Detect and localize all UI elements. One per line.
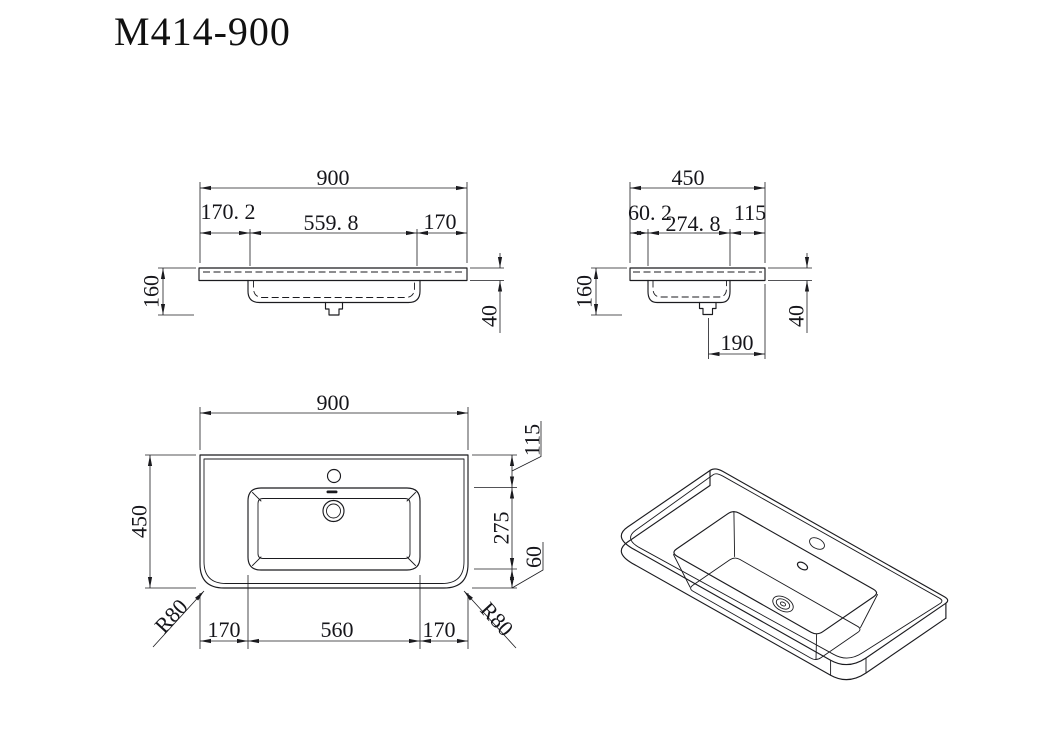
overflow-slot — [326, 490, 338, 494]
front-view: 900 170. 2 559. 8 170 160 40 — [139, 165, 504, 333]
basin-bowl-hidden-edge — [253, 280, 415, 298]
slab-bottom-edge — [620, 484, 947, 681]
side-view-dimensions: 450 60. 2 274. 8 115 160 40 190 — [572, 165, 812, 359]
dim-front-offset-label: 115 — [734, 200, 766, 225]
dim-overall-width-label: 900 — [317, 165, 350, 190]
slab-rim-line — [630, 473, 943, 659]
dim-overall-depth-label: 450 — [672, 165, 705, 190]
basin-bowl-outline — [647, 279, 731, 304]
dim-basin-width-label: 560 — [321, 617, 354, 642]
dim-corner-radius-left-label: R80 — [149, 594, 192, 638]
basin-corner-edge — [673, 554, 691, 588]
basin-opening-outline — [247, 487, 421, 571]
plan-view: 900 450 115 275 60 — [127, 390, 546, 649]
radius-leader-right — [463, 590, 517, 649]
dim-right-offset-label: 170 — [424, 209, 457, 234]
dim-basin-depth-label: 274. 8 — [666, 211, 721, 236]
countertop-outline — [199, 454, 469, 589]
dim-thickness-label: 40 — [477, 305, 502, 327]
dim-left-offset-label: 170 — [208, 617, 241, 642]
basin-corner-bevel — [252, 556, 262, 566]
dim-thickness-label: 40 — [784, 305, 809, 327]
drain-inner-ring — [775, 598, 791, 610]
dim-back-offset-label: 115 — [520, 424, 545, 456]
dim-back-offset-label: 60. 2 — [628, 200, 672, 225]
drain-hole-outer — [322, 499, 345, 523]
dim-height-label: 160 — [572, 275, 597, 308]
basin-bottom-outline — [257, 498, 411, 559]
plan-view-dimensions: 900 450 115 275 60 — [127, 390, 546, 649]
dim-overall-depth-label: 450 — [127, 505, 152, 538]
slab-top-face — [620, 468, 949, 666]
basin-bowl-hidden-edge — [652, 280, 727, 298]
overflow-hole — [796, 561, 809, 571]
basin-corner-edge — [860, 594, 878, 628]
basin-corner-bevel — [252, 492, 262, 502]
drain-center — [779, 601, 787, 607]
basin-corner-edge — [733, 511, 736, 557]
basin-bowl-outline — [247, 279, 421, 304]
dim-front-offset-label: 60 — [521, 546, 546, 568]
dim-height-label: 160 — [139, 275, 164, 308]
front-view-dimensions: 900 170. 2 559. 8 170 160 40 — [139, 165, 504, 333]
drain-stub — [324, 301, 344, 316]
drain-stub — [698, 301, 717, 316]
isometric-view — [620, 468, 949, 681]
countertop-section-outline — [198, 267, 468, 282]
side-view: 450 60. 2 274. 8 115 160 40 190 — [572, 165, 812, 359]
countertop-section-outline — [629, 267, 766, 282]
dim-basin-width-label: 559. 8 — [304, 210, 359, 235]
drawing-title: M414-900 — [114, 9, 291, 54]
dim-basin-depth-label: 275 — [489, 512, 514, 545]
dim-right-offset-label: 170 — [423, 617, 456, 642]
faucet-hole — [326, 468, 342, 484]
faucet-hole — [809, 537, 825, 550]
dim-overall-width-label: 900 — [317, 390, 350, 415]
dim-left-offset-label: 170. 2 — [201, 199, 256, 224]
drain-outer-ring — [772, 595, 794, 613]
radius-leader-left — [152, 590, 205, 648]
dim-drain-to-back-label: 190 — [721, 330, 754, 355]
basin-corner-edge — [815, 634, 818, 660]
basin-corner-bevel — [406, 492, 416, 502]
basin-bottom-edge — [690, 557, 861, 660]
countertop-rim-line — [203, 458, 465, 584]
basin-corner-bevel — [406, 556, 416, 566]
drain-hole-inner — [326, 503, 341, 519]
dim-corner-radius-right-label: R80 — [475, 597, 518, 641]
basin-opening-edge — [673, 511, 878, 635]
